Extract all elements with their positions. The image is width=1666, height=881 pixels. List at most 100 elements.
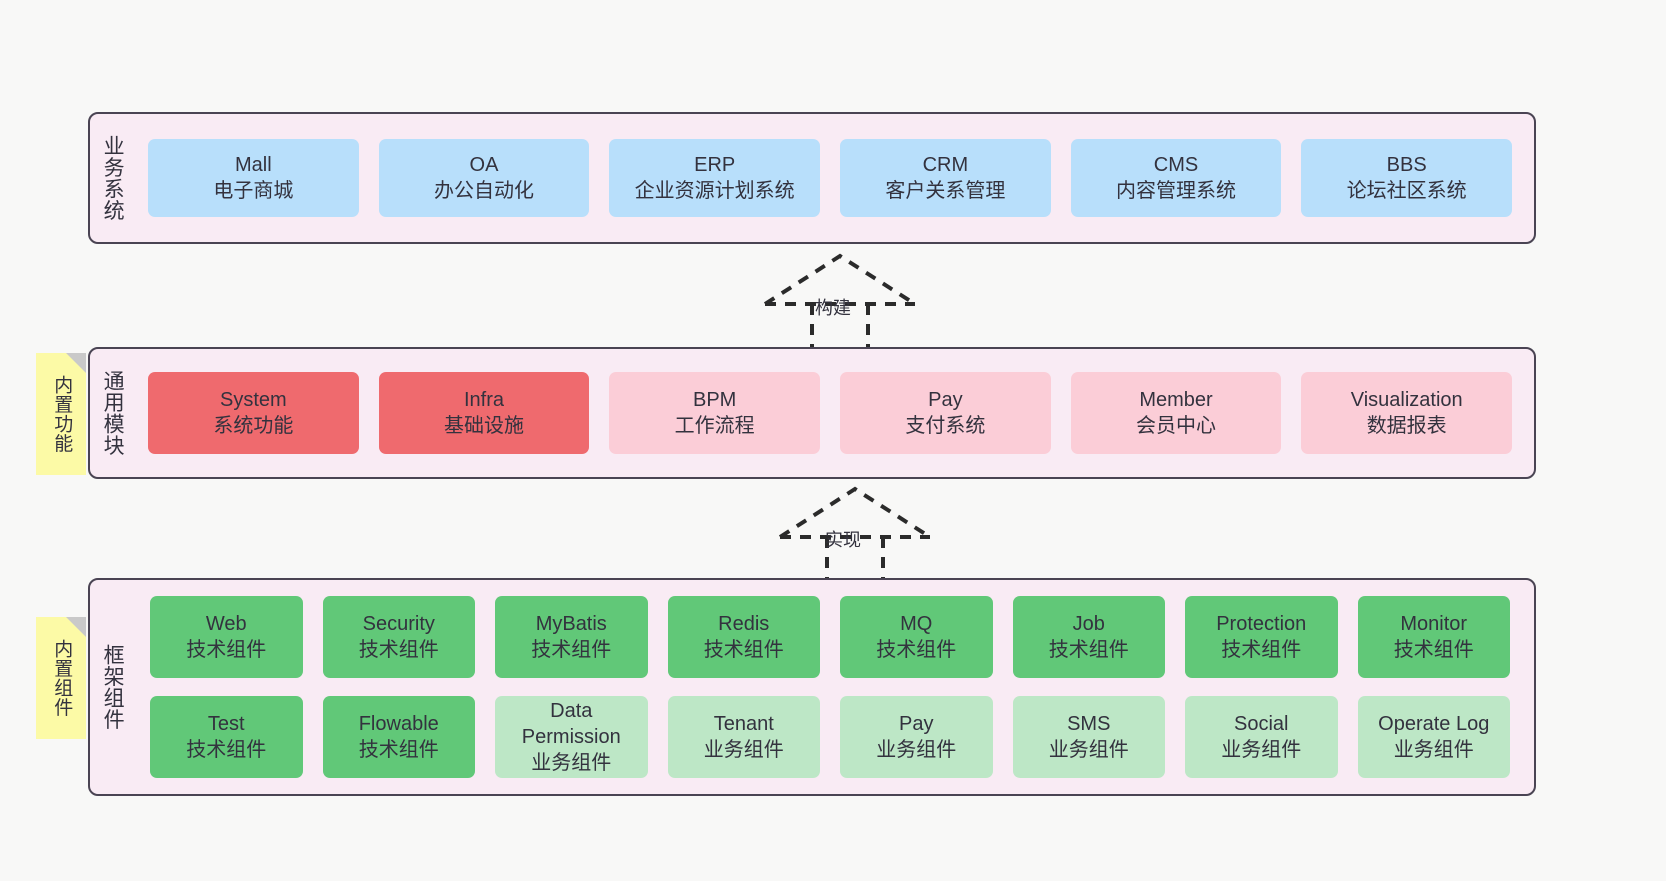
- card-data-permission[interactable]: Data Permission 业务组件: [495, 696, 648, 778]
- card-title-en: Pay: [899, 713, 934, 735]
- connector-implement[interactable]: 实现: [770, 481, 940, 586]
- card-title-cn: 业务组件: [703, 739, 784, 761]
- card-title-cn: 技术组件: [1048, 639, 1129, 661]
- card-title-cn: 技术组件: [186, 639, 267, 661]
- card-title-en: Mall: [235, 154, 272, 176]
- card-visualization[interactable]: Visualization 数据报表: [1301, 372, 1513, 454]
- card-title-cn: 电子商城: [213, 180, 294, 202]
- card-title-cn: 技术组件: [1221, 639, 1302, 661]
- card-title-en: Web: [205, 613, 247, 635]
- card-pay-component[interactable]: Pay 业务组件: [840, 696, 993, 778]
- card-title-cn: 论坛社区系统: [1346, 180, 1467, 202]
- card-title-cn: 技术组件: [876, 639, 957, 661]
- card-title-cn: 技术组件: [1393, 639, 1474, 661]
- card-mq[interactable]: MQ 技术组件: [840, 596, 993, 678]
- card-security[interactable]: Security 技术组件: [322, 596, 475, 678]
- card-title-en: Tenant: [713, 713, 774, 735]
- card-title-en: MyBatis: [535, 613, 607, 635]
- card-title-en: Redis: [718, 613, 770, 635]
- note-builtin-component[interactable]: 内置组件: [36, 617, 86, 739]
- note-label: 内置组件: [51, 639, 73, 717]
- note-builtin-function[interactable]: 内置功能: [36, 353, 86, 475]
- framework-row-technical: Web 技术组件 Security 技术组件 MyBatis 技术组件 Redi…: [140, 596, 1520, 678]
- card-bpm[interactable]: BPM 工作流程: [609, 372, 821, 454]
- card-title-en: MQ: [900, 613, 933, 635]
- layer-framework-component[interactable]: 框架组件 Web 技术组件 Security 技术组件 MyBatis 技术组件…: [88, 578, 1536, 796]
- card-title-cn: 技术组件: [358, 739, 439, 761]
- card-mybatis[interactable]: MyBatis 技术组件: [495, 596, 648, 678]
- card-crm[interactable]: CRM 客户关系管理: [840, 139, 1051, 217]
- card-title-cn: 内容管理系统: [1116, 180, 1237, 202]
- card-title-en: SMS: [1067, 713, 1111, 735]
- card-pay-module[interactable]: Pay 支付系统: [840, 372, 1051, 454]
- card-list-business-system: Mall 电子商城 OA 办公自动化 ERP 企业资源计划系统 CRM 客户关系…: [134, 114, 1534, 242]
- card-flowable[interactable]: Flowable 技术组件: [322, 696, 475, 778]
- card-title-en: Security: [362, 613, 435, 635]
- card-title-en: CRM: [922, 154, 969, 176]
- card-title-en: System: [219, 389, 287, 411]
- card-title-cn: 业务组件: [1048, 739, 1129, 761]
- card-tenant[interactable]: Tenant 业务组件: [667, 696, 820, 778]
- card-title-cn: 业务组件: [531, 752, 612, 774]
- card-cms[interactable]: CMS 内容管理系统: [1070, 139, 1282, 217]
- card-title-cn: 支付系统: [905, 415, 986, 437]
- card-title-en: Test: [207, 713, 245, 735]
- card-bbs[interactable]: BBS 论坛社区系统: [1301, 139, 1513, 217]
- card-title-cn: 客户关系管理: [885, 180, 1006, 202]
- card-title-en: Infra: [463, 389, 505, 411]
- card-title-cn: 技术组件: [358, 639, 439, 661]
- connector-label-build: 构建: [815, 298, 851, 318]
- card-title-en: Operate Log: [1378, 713, 1490, 735]
- card-title-en: OA: [469, 154, 499, 176]
- card-title-cn: 技术组件: [703, 639, 784, 661]
- card-title-en: CMS: [1153, 154, 1199, 176]
- card-protection[interactable]: Protection 技术组件: [1185, 596, 1338, 678]
- card-redis[interactable]: Redis 技术组件: [667, 596, 820, 678]
- card-sms[interactable]: SMS 业务组件: [1012, 696, 1165, 778]
- card-title-cn: 技术组件: [186, 739, 267, 761]
- card-title-en: Job: [1072, 613, 1105, 635]
- card-system[interactable]: System 系统功能: [148, 372, 359, 454]
- card-web[interactable]: Web 技术组件: [150, 596, 303, 678]
- card-title-cn: 数据报表: [1366, 415, 1447, 437]
- card-title-cn: 办公自动化: [434, 180, 534, 202]
- card-operate-log[interactable]: Operate Log 业务组件: [1357, 696, 1510, 778]
- card-title-en: Monitor: [1400, 613, 1468, 635]
- note-fold-corner-icon: [66, 353, 86, 373]
- card-title-en: ERP: [694, 154, 736, 176]
- card-title-cn: 系统功能: [213, 415, 294, 437]
- card-job[interactable]: Job 技术组件: [1012, 596, 1165, 678]
- card-title-en: Protection: [1216, 613, 1307, 635]
- card-social[interactable]: Social 业务组件: [1185, 696, 1338, 778]
- card-title-en: Data Permission: [521, 700, 621, 748]
- card-title-en: Visualization: [1350, 389, 1463, 411]
- card-title-cn: 业务组件: [876, 739, 957, 761]
- card-list-common-module: System 系统功能 Infra 基础设施 BPM 工作流程 Pay 支付系统…: [134, 349, 1534, 477]
- card-title-cn: 工作流程: [674, 415, 755, 437]
- note-label: 内置功能: [51, 375, 73, 453]
- card-title-cn: 技术组件: [531, 639, 612, 661]
- card-mall[interactable]: Mall 电子商城: [148, 139, 359, 217]
- framework-row-business: Test 技术组件 Flowable 技术组件 Data Permission …: [140, 696, 1520, 778]
- card-infra[interactable]: Infra 基础设施: [378, 372, 590, 454]
- card-member[interactable]: Member 会员中心: [1070, 372, 1282, 454]
- arrowhead-open-triangle: [763, 253, 917, 306]
- card-test[interactable]: Test 技术组件: [150, 696, 303, 778]
- layer-common-module[interactable]: 通用模块 System 系统功能 Infra 基础设施 BPM 工作流程 Pay…: [88, 347, 1536, 479]
- card-list-framework-component: Web 技术组件 Security 技术组件 MyBatis 技术组件 Redi…: [134, 580, 1534, 794]
- card-title-en: Flowable: [358, 713, 439, 735]
- layer-title-business-system: 业务系统: [101, 135, 125, 221]
- connector-label-implement: 实现: [825, 530, 861, 550]
- card-title-en: Pay: [928, 389, 963, 411]
- card-title-cn: 会员中心: [1136, 415, 1217, 437]
- card-title-en: Social: [1234, 713, 1289, 735]
- card-monitor[interactable]: Monitor 技术组件: [1357, 596, 1510, 678]
- card-oa[interactable]: OA 办公自动化: [378, 139, 590, 217]
- card-erp[interactable]: ERP 企业资源计划系统: [609, 139, 821, 217]
- layer-title-common-module: 通用模块: [101, 370, 125, 456]
- note-fold-corner-icon: [66, 617, 86, 637]
- layer-business-system[interactable]: 业务系统 Mall 电子商城 OA 办公自动化 ERP 企业资源计划系统 CRM…: [88, 112, 1536, 244]
- card-title-en: BBS: [1386, 154, 1427, 176]
- connector-build[interactable]: 构建: [755, 248, 925, 353]
